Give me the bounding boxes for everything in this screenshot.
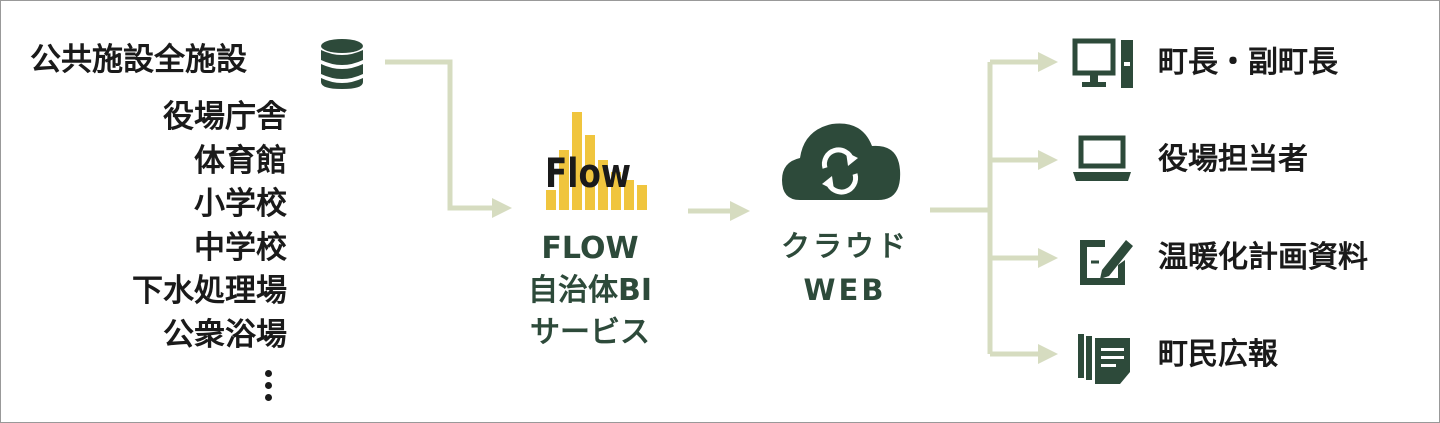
output-label-warming-plan: 温暖化計画資料 — [1158, 240, 1368, 275]
cloud-label: クラウド WEB — [755, 224, 935, 312]
source-item: 下水処理場 — [132, 273, 287, 309]
database-icon — [321, 39, 363, 89]
arrow-source-to-service — [385, 59, 493, 211]
cloud-sync-icon — [782, 123, 901, 200]
arrow-head — [1038, 52, 1058, 72]
cloud-label-line: クラウド — [780, 229, 909, 263]
source-item: 体育館 — [194, 142, 287, 179]
output-label-public-bulletin: 町民広報 — [1158, 337, 1278, 372]
source-item: 小学校 — [194, 186, 287, 222]
arrow-head — [730, 201, 750, 221]
edit-document-icon — [1080, 240, 1133, 285]
source-title: 公共施設全施設 — [30, 42, 247, 78]
arrow-head — [492, 198, 512, 218]
service-label: FLOW 自治体BI サービス — [505, 228, 675, 354]
laptop-icon — [1073, 135, 1131, 181]
output-label-staff: 役場担当者 — [1158, 142, 1308, 177]
service-label-line: FLOW — [541, 231, 639, 266]
output-label-mayor: 町長・副町長 — [1158, 45, 1338, 80]
service-label-line: 自治体BI — [527, 273, 653, 308]
source-item: 公衆浴場 — [163, 316, 287, 353]
source-item: 役場庁舎 — [163, 99, 287, 135]
desktop-computer-icon — [1072, 38, 1133, 88]
flow-logo: Flow — [545, 112, 647, 210]
arrow-cloud-to-outputs — [930, 59, 1038, 357]
source-item: 中学校 — [194, 229, 287, 266]
service-label-line: サービス — [530, 315, 650, 350]
vertical-ellipsis-icon — [265, 370, 273, 402]
arrow-head — [1038, 344, 1058, 364]
cloud-label-line: WEB — [803, 273, 887, 307]
documents-icon — [1078, 334, 1130, 384]
flow-logo-text: Flow — [545, 151, 631, 197]
arrow-head — [1038, 248, 1058, 268]
source-list: 役場庁舎 体育館 小学校 中学校 下水処理場 公衆浴場 — [132, 96, 287, 357]
arrow-head — [1038, 150, 1058, 170]
